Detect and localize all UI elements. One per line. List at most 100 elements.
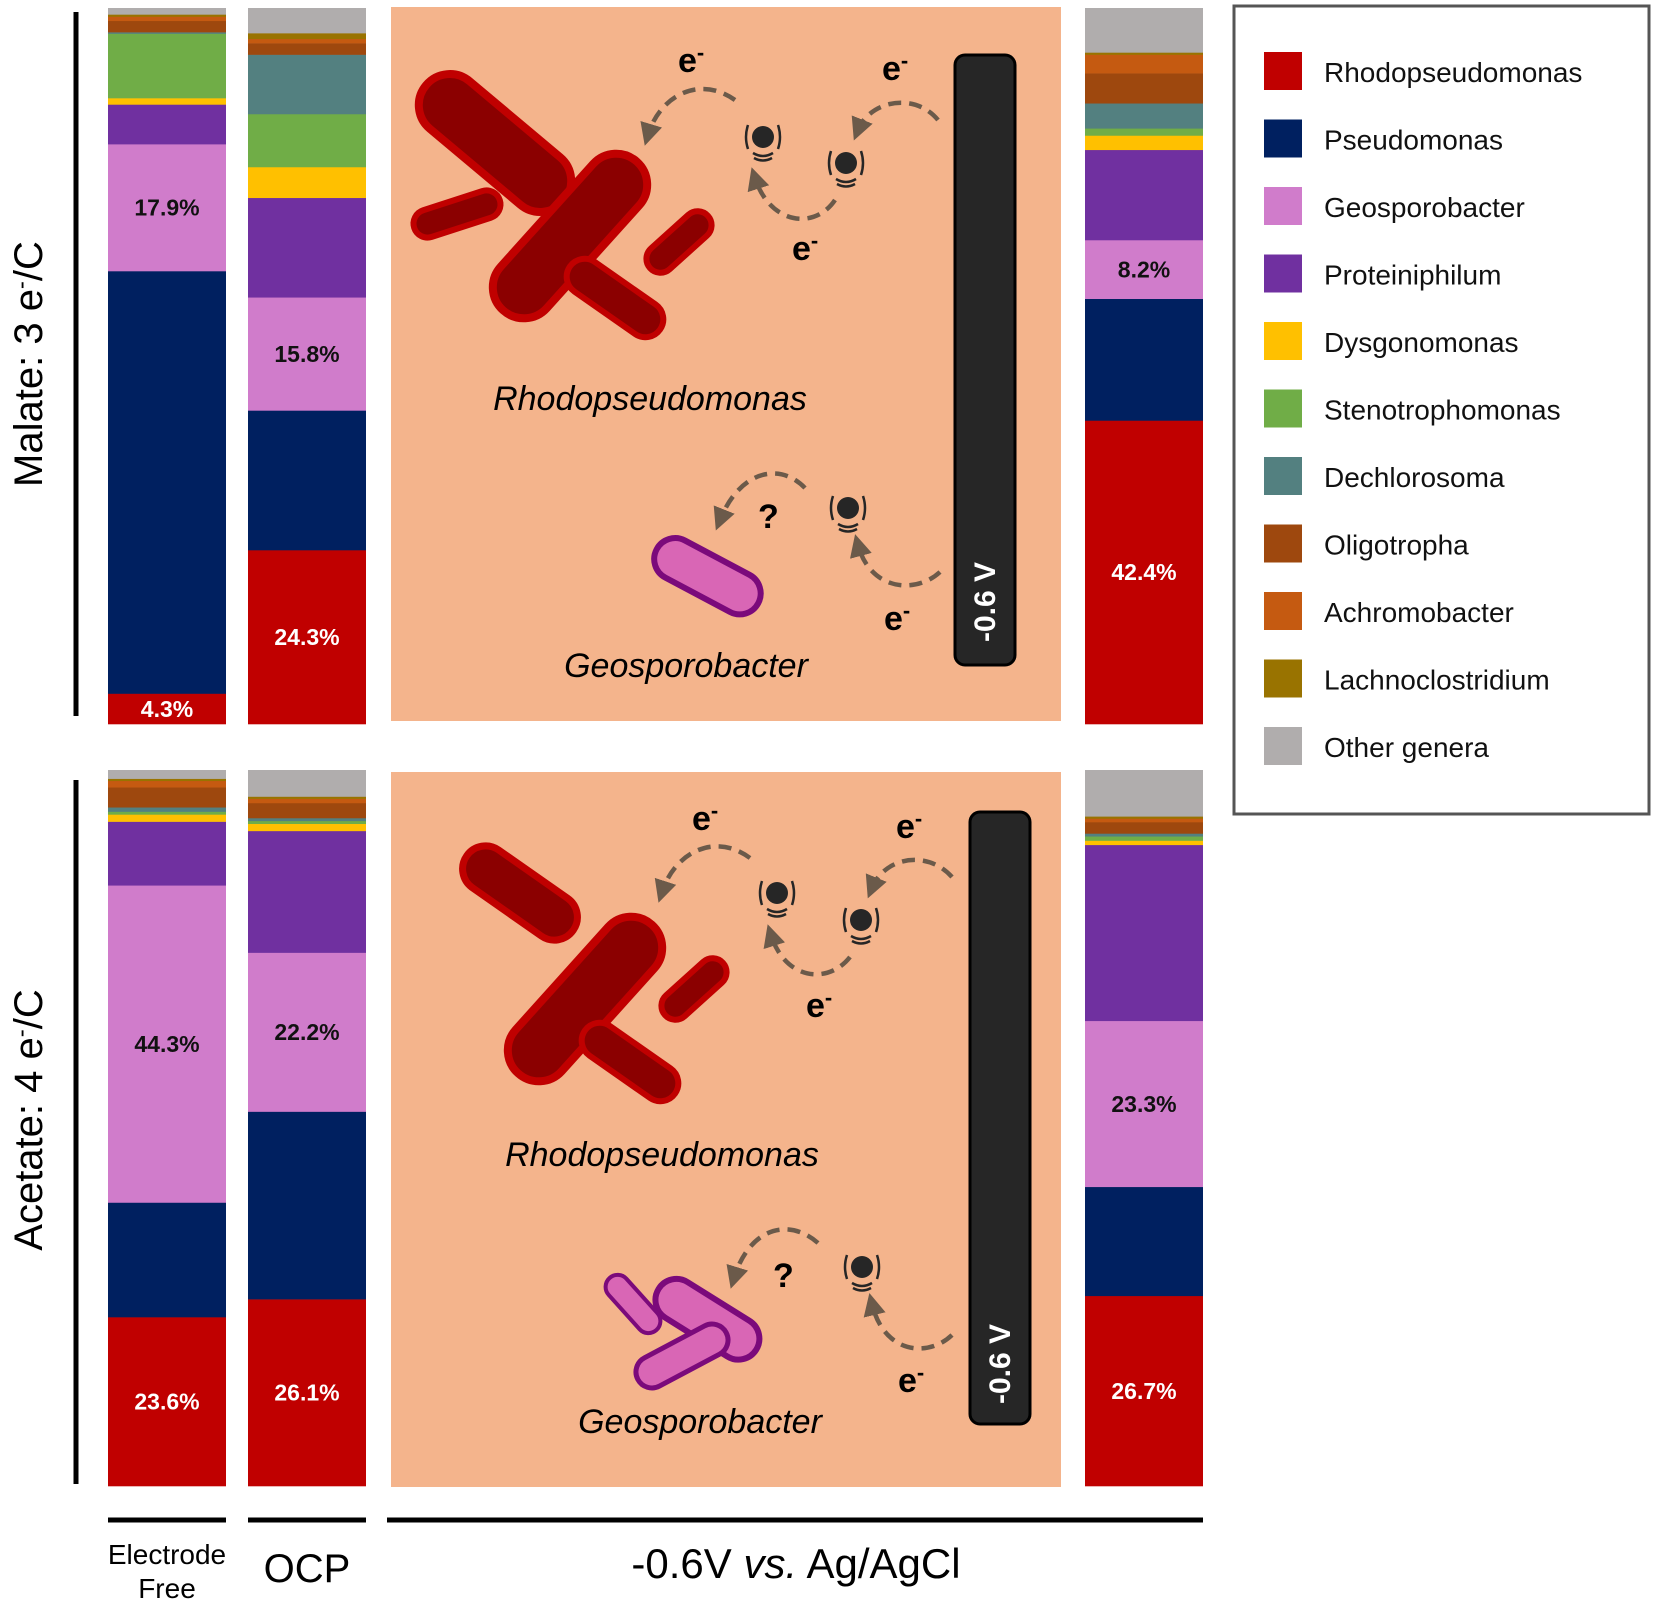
bar-segment-stenotrophomonas [1085,128,1203,136]
electron-shuttle-1-icon [744,124,782,162]
bar-segment-achromobacter [248,38,366,44]
bar-segment-rhodopseudomonas [248,1299,366,1487]
stacked-bar: 4.3% 17.9% [108,8,226,725]
electron-label: e- [882,48,908,89]
electron-label: e- [792,228,818,269]
x-label-electrode-free-line2: Free [138,1573,196,1604]
bar-segment-dechlorosoma [1085,103,1203,129]
bar-segment-lachnoclostridium [1085,52,1203,55]
legend-label: Oligotropha [1324,530,1469,561]
bar-segment-rhodopseudomonas [248,550,366,725]
bar-segment-other-genera [1085,8,1203,53]
bar-segment-rhodopseudomonas [108,1317,226,1487]
bar-segment-other-genera [248,770,366,797]
bar-segment-oligotropha [1085,73,1203,104]
bar-segment-pseudomonas [108,271,226,694]
bar-segment-stenotrophomonas [1085,836,1203,841]
stacked-bar: 26.7%23.3% [1085,770,1203,1487]
bar-segment-achromobacter [1085,818,1203,823]
electrode [953,53,1017,667]
organism-label-rhodopseudomonas: Rhodopseudomonas [493,380,807,418]
bar-segment-proteiniphilum [108,104,226,145]
legend-label: Pseudomonas [1324,125,1503,156]
legend-label: Dysgonomonas [1324,327,1519,358]
bar-segment-proteiniphilum [1085,844,1203,1022]
bar-segment-oligotropha [248,802,366,819]
data-label: 15.8% [274,341,339,367]
bar-segment-rhodopseudomonas [108,693,226,725]
legend-label: Lachnoclostridium [1324,665,1550,696]
bar-segment-dechlorosoma [1085,833,1203,837]
data-label: 4.3% [141,696,193,722]
bar-segment-lachnoclostridium [1085,816,1203,819]
electron-label: e- [806,985,832,1026]
bar-segment-dechlorosoma [108,32,226,34]
diagram-panel-acetate: e- e- e- e- ? -0.6 V Rhodopseudomonas Ge… [391,772,1061,1487]
legend-label: Rhodopseudomonas [1324,57,1582,88]
legend-swatch [1264,322,1302,360]
electron-label: e- [692,798,718,839]
electron-shuttle-2-icon [827,150,865,188]
bar-segment-lachnoclostridium [108,778,226,782]
electron-transfer-arrows [640,86,942,588]
legend-label: Achromobacter [1324,597,1514,628]
diagram-panel-malate: e- e- e- e- ? -0.6 V Rhodopseudomonas Ge… [391,7,1061,721]
data-label: 23.6% [134,1389,199,1415]
bar-segment-geosporobacter [1085,1020,1203,1188]
bar-segment-pseudomonas [108,1202,226,1318]
data-label: 44.3% [134,1031,199,1057]
data-label: 23.3% [1111,1091,1176,1117]
bar-segment-geosporobacter [248,952,366,1112]
bar-segment-proteiniphilum [248,830,366,953]
legend-swatch [1264,524,1302,563]
organism-label-geosporobacter: Geosporobacter [578,1403,823,1441]
legend-swatch [1264,187,1302,225]
legend-label: Other genera [1324,732,1489,763]
bar-segment-achromobacter [248,798,366,804]
bar-segment-dysgonomonas [108,98,226,105]
row-label-malate: Malate: 3 e-/C [7,241,51,487]
legend-box [1232,4,1651,816]
stacked-bar: 24.3% 15.8% [248,8,366,725]
bar-segment-dysgonomonas [1085,135,1203,151]
electron-label: e- [898,1360,924,1401]
geosporobacter-cells [603,1272,763,1391]
bar-segment-achromobacter [1085,54,1203,74]
data-label: 42.4% [1111,559,1176,585]
legend: RhodopseudomonasPseudomonasGeosporobacte… [1232,4,1651,816]
electron-transfer-arrows [654,844,954,1351]
bar-segment-oligotropha [108,787,226,808]
data-label: 8.2% [1118,256,1170,282]
bar-segment-dysgonomonas [108,814,226,822]
legend-swatch [1264,119,1302,158]
organism-label-rhodopseudomonas: Rhodopseudomonas [505,1136,819,1174]
electron-shuttle-1-icon [758,880,796,918]
bar-segment-geosporobacter [248,297,366,411]
bar-segment-geosporobacter [1085,239,1203,299]
electron-label: e- [678,40,704,81]
x-label-ocp: OCP [264,1547,351,1591]
bar-segment-rhodopseudomonas [1085,1295,1203,1487]
bar-segment-achromobacter [108,16,226,22]
legend-swatch [1264,727,1302,765]
stacked-bar: 42.4% 8.2% [1085,8,1203,725]
row-label-acetate: Acetate: 4 e-/C [7,989,51,1250]
legend-swatch [1264,389,1302,428]
bar-segment-stenotrophomonas [248,113,366,168]
data-label: 17.9% [134,195,199,221]
legend-swatch [1264,52,1302,90]
data-label: 24.3% [274,624,339,650]
bar-segment-stenotrophomonas [248,820,366,824]
bar-segment-other-genera [108,8,226,15]
legend-swatch [1264,659,1302,698]
bar-segment-lachnoclostridium [108,14,226,17]
data-label: 26.1% [274,1380,339,1406]
bar-segment-dechlorosoma [108,807,226,812]
data-label: 22.2% [274,1019,339,1045]
bar-segment-geosporobacter [108,885,226,1203]
bar-segment-dechlorosoma [248,54,366,115]
electrode [968,810,1032,1426]
bar-segment-proteiniphilum [108,821,226,886]
bar-segment-lachnoclostridium [248,796,366,799]
